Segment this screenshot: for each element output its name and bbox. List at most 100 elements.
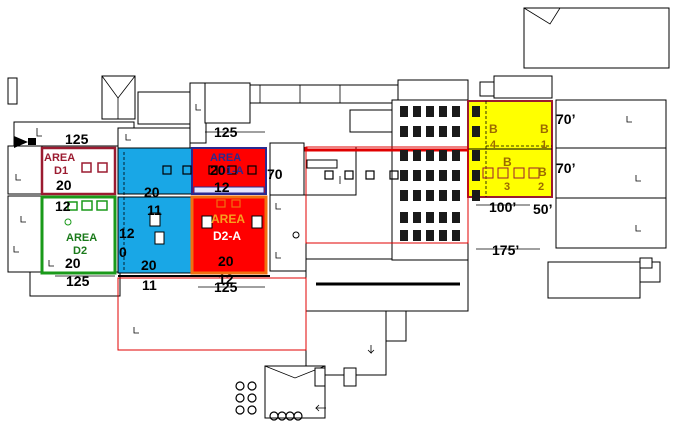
area-b-label: B	[538, 165, 547, 179]
window-block	[439, 212, 447, 223]
dimension-label: 125	[65, 131, 89, 147]
window-block	[452, 106, 460, 117]
entry-arrow-icon	[14, 136, 28, 148]
area-d2a-code: D2-A	[213, 229, 241, 243]
dimension-label: 20	[218, 253, 234, 269]
window-block	[439, 106, 447, 117]
window-block	[413, 126, 421, 137]
building	[349, 109, 396, 133]
roof-strip	[249, 84, 399, 104]
dimension-labels: 125 125 20 20 20 70 12 12 11 12 0 20 20 …	[54, 111, 575, 295]
small-building	[7, 77, 18, 105]
small-building	[397, 79, 469, 103]
window-block	[439, 190, 447, 201]
window-block	[426, 170, 434, 181]
building	[7, 195, 43, 273]
dimension-label: 12	[55, 198, 71, 214]
utility-rings	[235, 381, 303, 421]
red-boundary-east	[305, 146, 469, 244]
area-d1-label: AREA	[44, 152, 75, 164]
area-labels: AREA D1 AREA D2 AREA D2-A AREA D1-A B 4 …	[44, 122, 549, 257]
building	[385, 310, 407, 342]
area-b-label: B	[503, 155, 512, 169]
area-b-label: B	[540, 122, 549, 136]
dimension-label: 12	[218, 271, 234, 287]
window-block	[400, 150, 408, 161]
area-b-num: 1	[541, 139, 547, 151]
area-d1a-code: D1-A	[218, 165, 244, 177]
window-block	[426, 212, 434, 223]
window-block	[452, 170, 460, 181]
window-block	[426, 126, 434, 137]
window-block	[472, 170, 480, 181]
small-building	[204, 82, 251, 124]
window-block	[439, 170, 447, 181]
ring-marker	[247, 381, 257, 391]
large-building	[555, 147, 667, 199]
window-block	[400, 106, 408, 117]
building	[269, 142, 305, 196]
window-block	[452, 230, 460, 241]
window-block	[413, 230, 421, 241]
window-block	[400, 230, 408, 241]
area-b-num: 3	[504, 181, 510, 193]
small-building	[639, 257, 653, 269]
window-block	[413, 150, 421, 161]
small-building	[137, 91, 191, 125]
window-block	[413, 190, 421, 201]
ring-marker	[235, 405, 245, 415]
dimension-label: 175’	[492, 242, 519, 258]
red-boundary-south	[117, 277, 307, 351]
ring-marker	[235, 393, 245, 403]
window-block	[439, 230, 447, 241]
window-block	[472, 190, 480, 201]
window-block	[426, 230, 434, 241]
building	[269, 194, 307, 272]
area-d2-code: D2	[73, 245, 87, 257]
building	[305, 310, 387, 376]
small-building	[493, 75, 553, 99]
small-building	[314, 367, 326, 387]
building	[7, 145, 43, 195]
dimension-label: 0	[119, 244, 127, 260]
window-block	[413, 212, 421, 223]
window-block	[439, 150, 447, 161]
window-block	[400, 212, 408, 223]
building-strip	[117, 127, 191, 149]
ring-marker	[247, 393, 257, 403]
dimension-label: 125	[214, 124, 238, 140]
area-d2a-zone	[190, 195, 268, 275]
window-block	[413, 170, 421, 181]
dimension-label: 11	[147, 202, 162, 218]
small-building	[343, 367, 357, 387]
window-block	[426, 190, 434, 201]
area-b-num: 4	[490, 139, 497, 151]
dimension-label: 125	[66, 273, 90, 289]
dimension-label: 70’	[556, 111, 575, 127]
window-block	[472, 126, 480, 137]
area-d2a-label: AREA	[211, 212, 245, 226]
area-d2-label: AREA	[66, 232, 97, 244]
window-block	[400, 170, 408, 181]
dimension-label: 20	[65, 255, 81, 271]
window-grid	[400, 106, 480, 241]
window-block	[400, 126, 408, 137]
dimension-label: 20	[56, 177, 72, 193]
dimension-label: 125	[214, 279, 238, 295]
fixture-markers	[64, 159, 540, 245]
dimension-label: 100’	[489, 199, 516, 215]
window-block	[472, 106, 480, 117]
window-block	[452, 150, 460, 161]
window-block	[452, 212, 460, 223]
dimension-label: 12	[119, 225, 135, 241]
large-building	[555, 197, 667, 249]
area-b-label: B	[489, 122, 498, 136]
area-d1-code: D1	[54, 165, 68, 177]
building	[547, 261, 641, 299]
window-block	[452, 190, 460, 201]
window-block	[452, 126, 460, 137]
blue-zone-upper	[117, 147, 193, 195]
ring-marker	[235, 381, 245, 391]
dimension-label: 70	[267, 166, 283, 182]
